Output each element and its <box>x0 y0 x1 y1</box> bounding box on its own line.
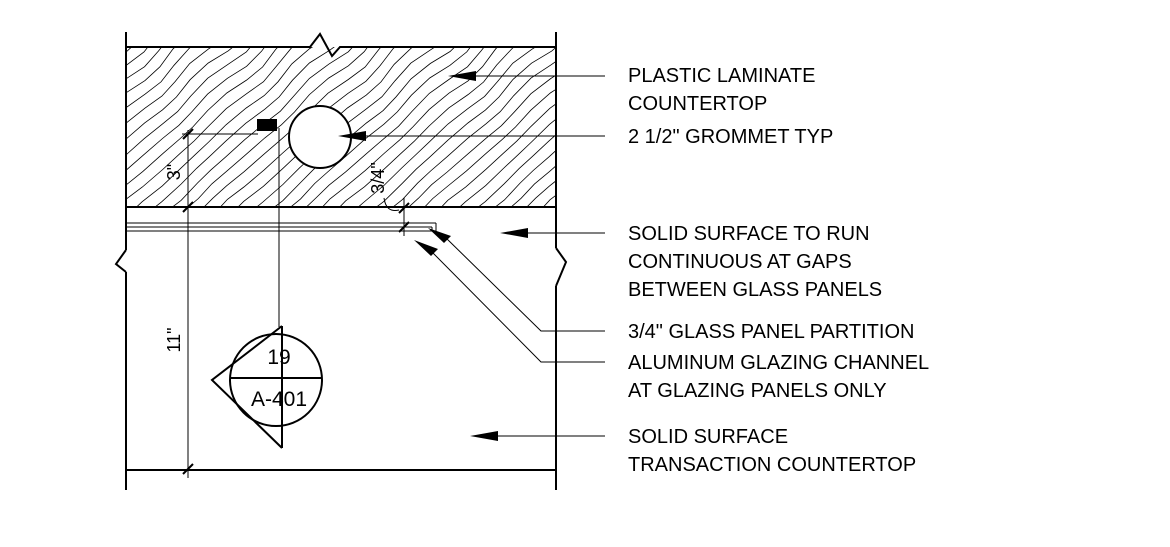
leader-arrow-grommet <box>338 131 366 141</box>
hatch-line <box>290 47 471 207</box>
leader-arrow-laminate <box>448 71 476 81</box>
hatch-line <box>126 47 176 94</box>
dimension-three-quarter: 3/4" <box>368 162 410 236</box>
hatch-line <box>0 37 127 215</box>
hatch-line <box>459 118 556 207</box>
hatch-line <box>154 47 335 207</box>
note-solid-run-line1: SOLID SURFACE TO RUN <box>628 223 870 245</box>
hatch-line <box>357 47 537 207</box>
hatch-line <box>126 47 133 53</box>
section-tag: 19 A-401 <box>210 128 323 449</box>
section-cut-marker <box>257 119 277 131</box>
hatch-line <box>0 37 25 215</box>
hatch-line <box>440 103 556 207</box>
hatch-line <box>526 180 556 207</box>
leader-arrow-glazing-channel <box>414 240 438 256</box>
note-solid-run-line3: BETWEEN GLASS PANELS <box>628 279 882 301</box>
section-detail-number: 19 <box>267 346 290 369</box>
note-laminate-line1: PLASTIC LAMINATE <box>628 65 815 87</box>
note-glass-panel: 3/4" GLASS PANEL PARTITION <box>628 321 914 343</box>
note-grommet: 2 1/2" GROMMET TYP <box>628 126 833 148</box>
section-sheet-number: A-401 <box>251 388 307 411</box>
note-channel-line1: ALUMINUM GLAZING CHANNEL <box>628 352 929 374</box>
hatch-line <box>392 60 556 207</box>
hatch-line <box>126 47 266 171</box>
laminate-hatch <box>0 33 836 215</box>
leader-arrow-solid-surface <box>500 228 528 238</box>
hatch-line <box>477 134 556 207</box>
note-transaction-line2: TRANSACTION COUNTERTOP <box>628 454 916 476</box>
hatch-line <box>321 47 499 207</box>
solid-surface-strip <box>126 222 437 232</box>
hatch-line <box>0 34 55 215</box>
hatch-line <box>621 33 818 215</box>
note-laminate-line2: COUNTERTOP <box>628 93 767 115</box>
hatch-line <box>408 74 556 207</box>
countertop-outline <box>114 32 568 490</box>
hatch-line <box>604 34 803 215</box>
hatch-line <box>305 47 485 207</box>
dimension-11in: 11" <box>164 205 194 478</box>
hatch-line <box>542 194 556 207</box>
note-solid-run-line2: CONTINUOUS AT GAPS <box>628 251 852 273</box>
hatch-line <box>424 88 556 207</box>
hatch-line <box>375 47 556 207</box>
hatch-line <box>510 165 556 207</box>
hatch-line <box>273 47 456 207</box>
hatch-line <box>126 47 294 200</box>
leaders <box>338 71 605 441</box>
hatch-line <box>126 47 149 66</box>
dimension-three-quarter-label: 3/4" <box>368 162 388 193</box>
hatch-line <box>126 47 251 156</box>
hatch-line <box>0 33 70 215</box>
hatch-line <box>126 47 234 140</box>
leader-arrow-transaction <box>470 431 498 441</box>
leader-arrow-glass-panel <box>428 228 451 243</box>
dimension-11in-label: 11" <box>164 327 184 352</box>
hatch-line <box>126 47 163 80</box>
hatch-line <box>638 34 836 215</box>
dimension-3in-label: 3" <box>164 164 184 180</box>
note-channel-line2: AT GLAZING PANELS ONLY <box>628 380 887 402</box>
note-transaction-line1: SOLID SURFACE <box>628 426 788 448</box>
hatch-line <box>339 47 515 207</box>
hatch-line <box>494 149 556 207</box>
hatch-line <box>187 47 369 207</box>
hatch-line <box>0 36 108 215</box>
hatch-line <box>0 36 41 215</box>
notes: PLASTIC LAMINATE COUNTERTOP 2 1/2" GROMM… <box>628 65 929 476</box>
hatch-line <box>135 47 314 207</box>
hatch-line <box>126 47 213 124</box>
hatch-line <box>126 47 279 186</box>
grommet-fill <box>289 106 351 168</box>
hatch-line <box>126 47 192 109</box>
hatch-line <box>0 34 88 215</box>
